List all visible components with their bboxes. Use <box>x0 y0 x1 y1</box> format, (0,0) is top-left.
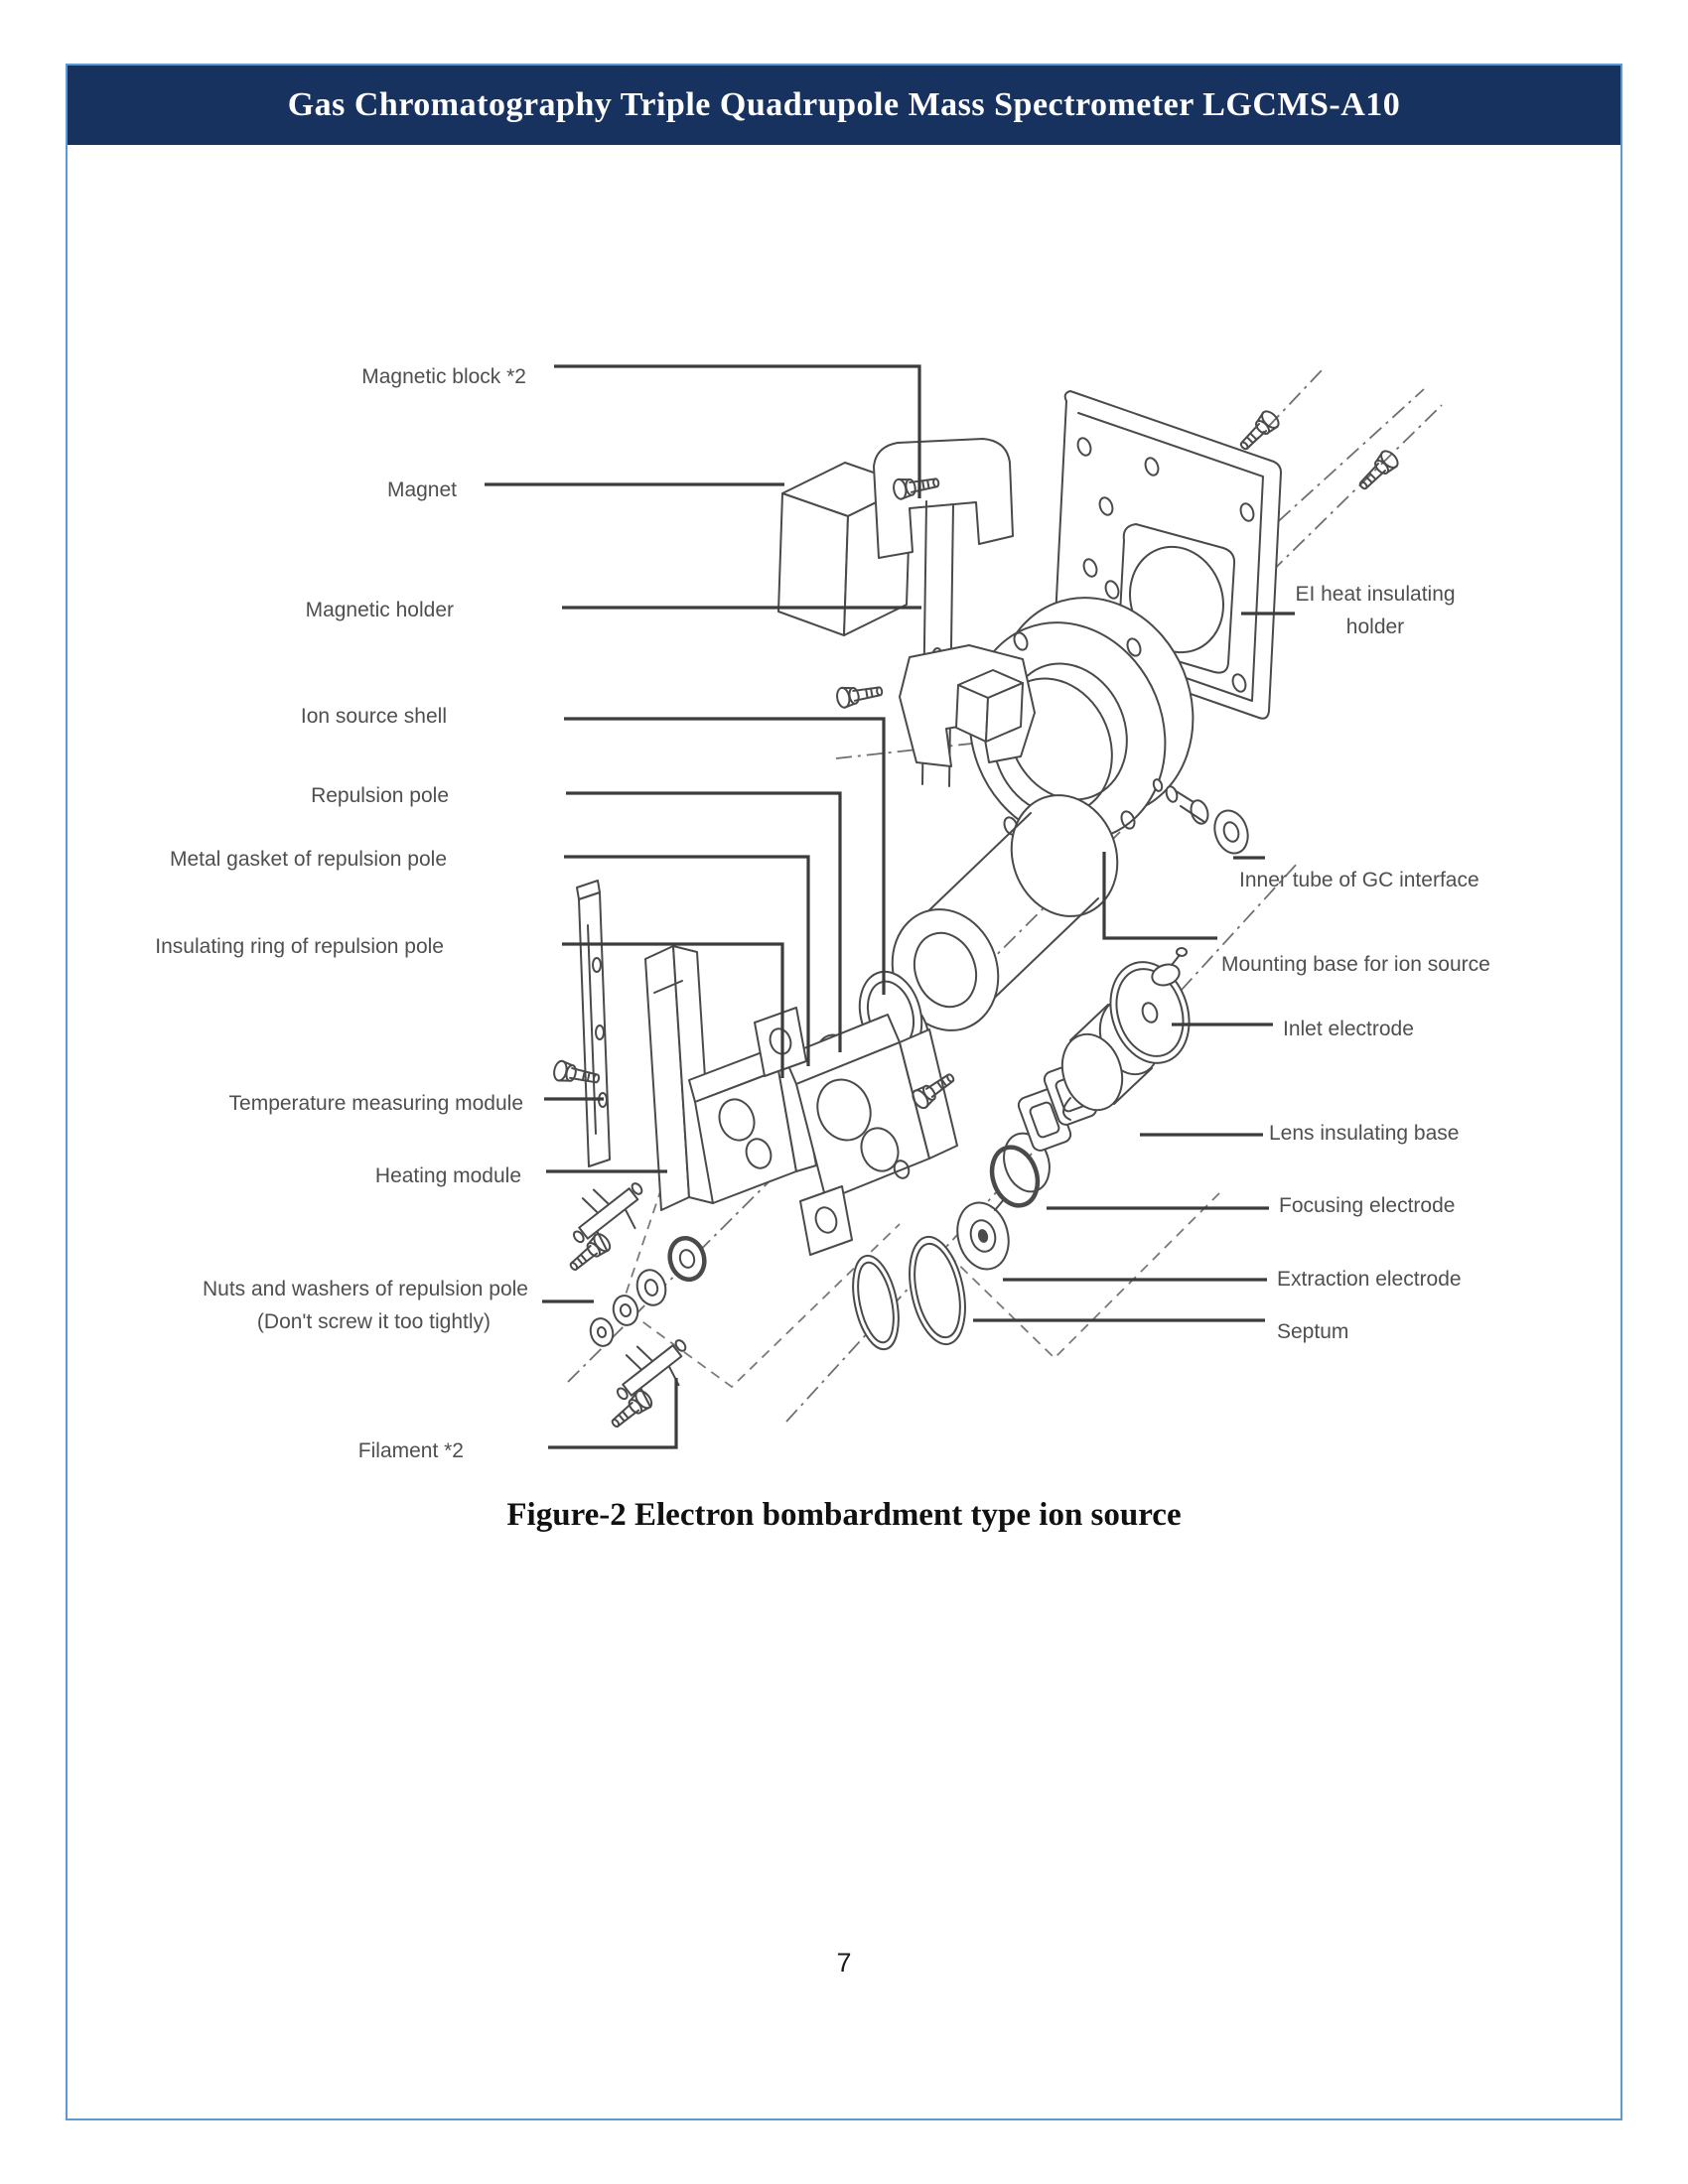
label-ion-source-shell: Ion source shell <box>301 705 447 728</box>
leader-lines <box>485 364 1295 1449</box>
page-number: 7 <box>836 1948 852 1978</box>
heater-block-drawing <box>688 1047 817 1204</box>
label-mounting-base: Mounting base for ion source <box>1221 953 1490 976</box>
source-block-drawing <box>754 1007 958 1256</box>
nuts-washers-drawing <box>589 1235 707 1347</box>
extraction-electrode-drawing <box>956 1190 1012 1271</box>
filament-1-drawing <box>572 1182 643 1252</box>
header-title: Gas Chromatography Triple Quadrupole Mas… <box>287 86 1401 123</box>
label-nuts-line1: Nuts and washers of repulsion pole <box>203 1278 528 1300</box>
label-magnetic-holder: Magnetic holder <box>306 599 454 621</box>
leader-mounting-base <box>1102 852 1217 940</box>
label-septum: Septum <box>1277 1320 1348 1343</box>
label-nuts-line2: (Don't screw it too tightly) <box>257 1310 491 1333</box>
label-magnet: Magnet <box>387 478 457 501</box>
label-metal-gasket: Metal gasket of repulsion pole <box>170 848 447 871</box>
label-inlet-electrode: Inlet electrode <box>1283 1018 1414 1040</box>
label-inner-tube: Inner tube of GC interface <box>1239 869 1479 891</box>
label-insulating-ring: Insulating ring of repulsion pole <box>155 935 444 958</box>
inner-tube-drawing <box>1152 778 1249 855</box>
label-filament: Filament *2 <box>358 1439 464 1462</box>
magnetic-holder-drawing <box>873 438 1036 787</box>
leader-metal-gasket <box>564 855 810 1066</box>
temperature-module-drawing <box>576 880 611 1167</box>
label-extraction: Extraction electrode <box>1277 1268 1462 1291</box>
label-magnetic-block: Magnetic block *2 <box>361 365 526 388</box>
label-heating-module: Heating module <box>375 1164 521 1187</box>
leader-magnetic-block <box>554 364 921 498</box>
leader-insulating-ring <box>562 942 784 1078</box>
label-temperature-module: Temperature measuring module <box>229 1092 523 1115</box>
label-ei-holder-line2: holder <box>1346 615 1404 638</box>
leader-filament <box>548 1378 678 1449</box>
filament-2-drawing <box>616 1339 687 1409</box>
label-lens-base: Lens insulating base <box>1269 1122 1459 1145</box>
label-repulsion-pole: Repulsion pole <box>311 784 449 807</box>
part-labels: Magnetic block *2 Magnet Magnetic holder… <box>155 365 1490 1462</box>
inlet-electrode-drawing <box>1109 947 1191 1064</box>
figure-caption: Figure-2 Electron bombardment type ion s… <box>506 1497 1182 1533</box>
label-ei-holder-line1: EI heat insulating <box>1295 583 1455 606</box>
septum-drawing <box>852 1235 966 1351</box>
document-header: Gas Chromatography Triple Quadrupole Mas… <box>68 66 1620 145</box>
leader-repulsion-pole <box>566 791 842 1052</box>
leader-ion-source-shell <box>564 717 886 995</box>
label-focusing: Focusing electrode <box>1279 1194 1455 1217</box>
